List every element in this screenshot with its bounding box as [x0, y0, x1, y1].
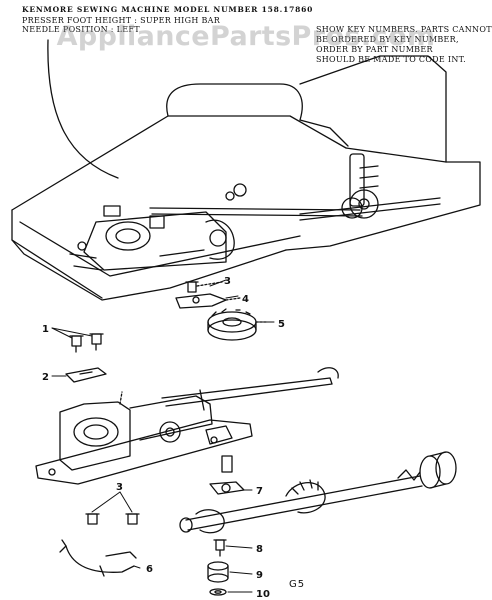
- callout-3-lower: 3: [116, 482, 123, 493]
- lower-bed-assembly: [35, 367, 339, 485]
- callout-5: 5: [278, 319, 285, 330]
- callout-1: 1: [42, 324, 49, 335]
- note-line: SHOULD BE MADE TO CODE INT.: [316, 55, 466, 64]
- needle-position-text: NEEDLE POSITION : LEFT: [22, 25, 140, 34]
- callout-7: 7: [256, 486, 263, 497]
- ordering-note: SHOW KEY NUMBERS. PARTS CANNOT BE ORDERE…: [316, 25, 492, 65]
- part-5-gear: [207, 308, 267, 341]
- upper-shaft-assembly: [149, 153, 441, 221]
- note-line: ORDER BY PART NUMBER: [316, 45, 433, 54]
- part-8-screw: [213, 539, 227, 557]
- presser-foot-height-text: PRESSER FOOT HEIGHT : SUPER HIGH BAR: [22, 16, 221, 25]
- page-number: G5: [289, 579, 306, 590]
- callout-4: 4: [242, 294, 249, 305]
- part-9-bushing: [207, 561, 229, 583]
- callout-6: 6: [146, 564, 153, 575]
- callout-10: 10: [256, 589, 270, 600]
- callout-leaders: [51, 279, 275, 593]
- part-10-washer: [209, 588, 227, 596]
- diagram-title: KENMORE SEWING MACHINE MODEL NUMBER 158.…: [22, 5, 314, 14]
- part-1-screws: [69, 333, 104, 353]
- lower-shaft-with-gears: [179, 451, 457, 534]
- note-line: SHOW KEY NUMBERS. PARTS CANNOT: [316, 25, 492, 34]
- part-7-plate: [209, 481, 245, 495]
- bed-mechanism: [69, 205, 235, 271]
- machine-body: [11, 39, 481, 301]
- callout-2: 2: [42, 372, 49, 383]
- callout-3-upper: 3: [224, 276, 231, 287]
- part-6-bracket: [59, 539, 137, 577]
- note-line: BE ORDERED BY KEY NUMBER,: [316, 35, 459, 44]
- part-3-screws-lower: [85, 513, 140, 525]
- callout-8: 8: [256, 544, 263, 555]
- part-4-bracket: [175, 293, 241, 309]
- part-2-plate: [65, 367, 107, 383]
- callout-9: 9: [256, 570, 263, 581]
